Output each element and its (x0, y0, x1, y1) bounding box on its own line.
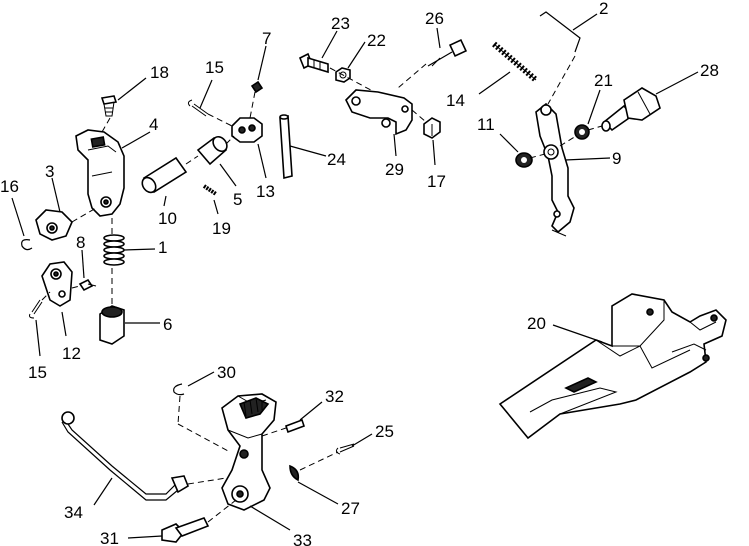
part-34-link-rod (61, 411, 189, 501)
part-28-shoulder-bolt (601, 87, 661, 132)
label-20: 20 (527, 314, 546, 333)
label-11: 11 (477, 115, 495, 134)
label-30: 30 (217, 363, 236, 382)
label-25: 25 (375, 422, 394, 441)
label-2: 2 (599, 0, 608, 18)
part-17-bushing (423, 117, 441, 139)
label-23: 23 (331, 14, 350, 33)
label-15-top: 15 (205, 58, 224, 77)
label-7: 7 (262, 29, 271, 48)
label-21: 21 (594, 71, 613, 90)
label-6: 6 (163, 315, 172, 334)
label-13: 13 (256, 182, 275, 201)
label-26: 26 (425, 9, 444, 28)
part-2-rod (539, 11, 598, 53)
part-9-lever (535, 102, 575, 237)
part-11-nut (515, 152, 533, 168)
label-4: 4 (149, 115, 158, 134)
part-4-housing (75, 129, 125, 217)
part-18-screw (100, 95, 118, 117)
part-1-spring (103, 234, 125, 266)
label-32: 32 (325, 387, 344, 406)
label-10: 10 (158, 209, 177, 228)
part-7-screw (250, 80, 264, 94)
part-16-clip (21, 239, 33, 251)
part-21-washer (574, 124, 590, 140)
label-3: 3 (45, 162, 54, 181)
part-23-bolt (298, 52, 329, 74)
part-5-sleeve (196, 135, 228, 166)
part-20-tray (498, 293, 727, 440)
label-12: 12 (62, 344, 81, 363)
label-27: 27 (341, 499, 360, 518)
label-1: 1 (158, 238, 167, 257)
label-9: 9 (612, 149, 621, 168)
label-17: 17 (427, 172, 446, 191)
part-15-cotter-pin-top (187, 99, 209, 117)
label-33: 33 (293, 531, 312, 546)
label-19: 19 (212, 219, 231, 238)
part-6-bushing (99, 305, 125, 345)
label-34: 34 (64, 503, 83, 522)
part-29-bracket (345, 89, 413, 136)
part-30-clip (173, 383, 185, 396)
part-25-cotter (335, 443, 355, 455)
part-32-pin (284, 418, 306, 434)
part-19-pin (202, 184, 218, 196)
part-33-handle (221, 393, 277, 511)
part-8-screw (78, 278, 97, 292)
part-26-bolt (427, 38, 468, 67)
part-15-cotter-pin-bottom (29, 299, 43, 319)
label-15-bottom: 15 (28, 363, 47, 382)
label-16: 16 (0, 177, 19, 196)
label-22: 22 (367, 31, 386, 50)
label-8: 8 (76, 233, 85, 252)
part-10-sleeve (141, 156, 188, 194)
part-13-clevis (231, 117, 263, 143)
label-31: 31 (100, 529, 119, 546)
label-28: 28 (700, 61, 719, 80)
label-18: 18 (150, 63, 169, 82)
label-14: 14 (446, 91, 465, 110)
part-27-washer (289, 464, 300, 482)
part-31-bolt (161, 517, 210, 543)
part-12-plate (41, 261, 73, 307)
label-24: 24 (327, 150, 346, 169)
label-5: 5 (233, 190, 242, 209)
part-24-rod (279, 114, 293, 180)
part-14-wire (492, 41, 538, 83)
label-29: 29 (385, 160, 404, 179)
part-3-block (35, 209, 73, 241)
